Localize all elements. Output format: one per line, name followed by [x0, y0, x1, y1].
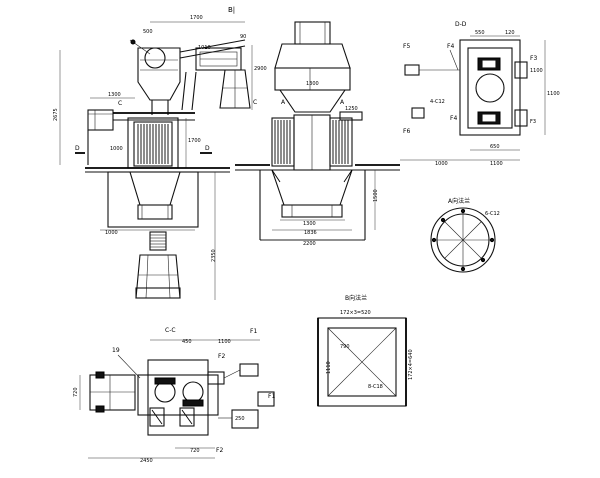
label-a-right: A [340, 99, 345, 106]
dim-120-dd: 120 [505, 30, 515, 36]
dim-2450: 2450 [140, 458, 153, 464]
section-dd-view: D-D 550 120 F5 F4 F3 1100 4-C12 F6 F4 F3… [400, 21, 560, 167]
label-f2-bottom: F2 [216, 447, 223, 454]
label-c-left: C [118, 100, 122, 107]
dim-1300-mid: 1300 [306, 81, 319, 87]
middle-elevation-view: 1300 A A 1250 [235, 21, 400, 247]
dim-550-dd: 550 [475, 30, 485, 36]
dim-250: 250 [235, 416, 245, 422]
dim-2900: 2900 [254, 66, 267, 72]
dim-450: 450 [182, 339, 192, 345]
section-dd-title: D-D [455, 21, 467, 28]
section-b-label: B| [228, 6, 235, 14]
dim-1100c: 1100 [490, 161, 503, 167]
dim-1700b: 1700 [188, 138, 201, 144]
dim-1100a: 1100 [530, 68, 543, 74]
label-item-19: 19 [112, 347, 120, 354]
dim-172x3: 172×3=520 [340, 310, 371, 316]
dim-1110: 1110 [326, 361, 332, 374]
label-f3: F3 [530, 55, 537, 62]
dim-1500-mid: 1500 [373, 189, 379, 202]
dim-1250-mid: 1250 [345, 106, 358, 112]
dim-720-left: 720 [73, 387, 79, 397]
dim-2350: 2350 [211, 249, 217, 262]
dim-f3-bottom: F3 [530, 119, 536, 125]
label-f2-top: F2 [218, 353, 225, 360]
dim-720-bottom: 720 [190, 448, 200, 454]
label-f1-top: F1 [250, 328, 257, 335]
label-d-right: D [205, 145, 210, 152]
dim-1700-top: 1700 [190, 15, 203, 21]
dim-1300a: 1300 [108, 92, 121, 98]
label-c-right: C [253, 99, 257, 106]
b-view-flange: B向法兰 172×3=520 790 1110 172×4=640 8-C18 [317, 294, 414, 407]
label-f1-bottom: F1 [268, 393, 275, 400]
label-f4-top: F4 [447, 43, 454, 50]
dim-4c12-dd: 4-C12 [430, 99, 445, 105]
dim-2200: 2200 [303, 241, 316, 247]
view-a-title: A向法兰 [448, 197, 470, 205]
dim-1000-dd: 1000 [435, 161, 448, 167]
dim-6c12: 6-C12 [485, 211, 500, 217]
dim-8c18: 8-C18 [368, 384, 383, 390]
dim-500: 500 [143, 29, 153, 35]
dim-90: 90 [240, 34, 246, 40]
section-cc-view: C-C 450 1100 F1 F2 19 720 [73, 327, 275, 464]
dim-1300-mid2: 1300 [303, 221, 316, 227]
dim-790: 790 [340, 344, 350, 350]
view-b-title: B向法兰 [345, 294, 367, 302]
dim-1000-left: 1000 [110, 146, 123, 152]
dim-172x4: 172×4=640 [408, 349, 414, 380]
dim-1000-pit: 1000 [105, 230, 118, 236]
dim-1100-cc: 1100 [218, 339, 231, 345]
dim-1100b: 1100 [547, 91, 560, 97]
label-d-left: D [75, 145, 80, 152]
left-elevation-view: 1700 B| 500 1010 90 C 2900 2675 1300 [53, 6, 267, 300]
label-a-left: A [281, 99, 286, 106]
label-f4-bottom: F4 [450, 115, 457, 122]
label-f6: F6 [403, 128, 410, 135]
dim-650: 650 [490, 144, 500, 150]
section-cc-title: C-C [165, 327, 176, 334]
label-f5: F5 [403, 43, 410, 50]
dim-1836: 1836 [304, 230, 317, 236]
a-view-flange: A向法兰 6-C12 [430, 197, 500, 273]
dim-2675: 2675 [53, 108, 59, 121]
